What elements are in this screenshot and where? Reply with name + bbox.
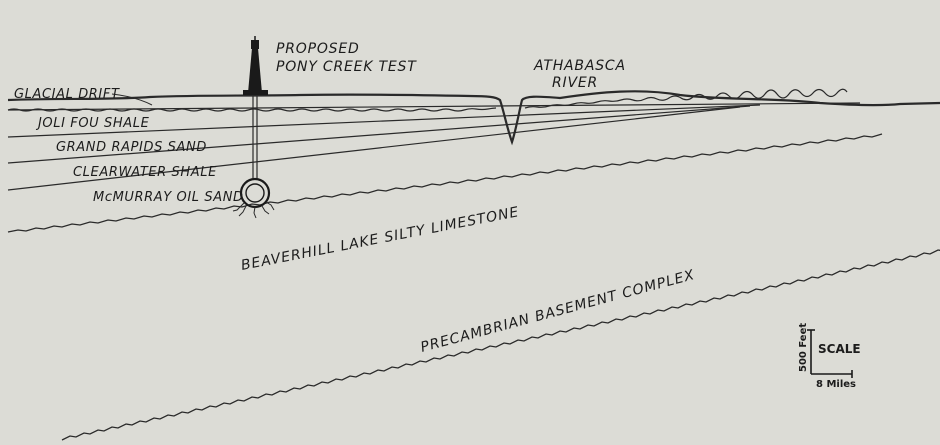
beaverhill-top-unconformity xyxy=(7,133,883,233)
cavity-inner-circle xyxy=(245,183,265,203)
derrick-icon xyxy=(243,36,268,95)
fracture-lines xyxy=(232,201,275,219)
river-label-line2: RIVER xyxy=(552,75,598,91)
scale-horizontal-label: 8 Miles xyxy=(816,379,856,390)
scale-title: SCALE xyxy=(818,342,861,356)
scale-vertical-label: 500 Feet xyxy=(798,323,809,372)
clearwater-top-line xyxy=(7,105,751,164)
glacial-drift-leader xyxy=(111,93,153,106)
ground-surface-line xyxy=(7,90,940,146)
glacial-drift-label: GLACIAL DRIFT xyxy=(14,87,120,102)
well-label-line1: PROPOSED xyxy=(276,41,360,57)
clearwater-label: CLEARWATER SHALE xyxy=(73,165,217,180)
mcmurray-label: McMURRAY OIL SAND xyxy=(93,190,244,205)
joli-fou-label: JOLI FOU SHALE xyxy=(35,116,150,131)
glacial-drift-base-east-line xyxy=(524,88,848,109)
grand-rapids-label: GRAND RAPIDS SAND xyxy=(56,140,207,155)
well-label-line2: PONY CREEK TEST xyxy=(276,59,417,75)
precambrian-top-unconformity xyxy=(61,249,940,441)
river-label-line1: ATHABASCA xyxy=(533,58,626,74)
scale-bar xyxy=(807,329,853,378)
joli-fou-top-line xyxy=(7,102,861,111)
grand-rapids-top-line xyxy=(7,104,761,138)
mcmurray-top-line xyxy=(7,106,741,191)
